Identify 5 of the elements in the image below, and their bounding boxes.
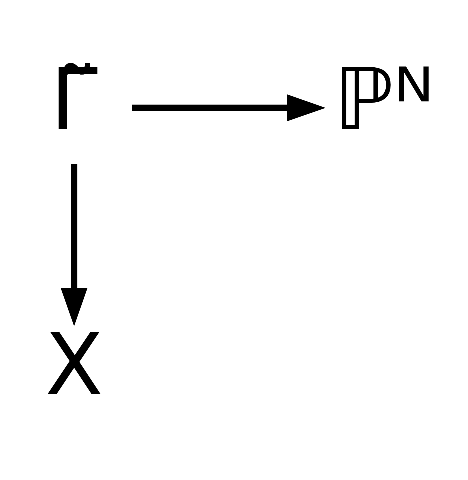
node-text: Γ̃ — [50, 50, 98, 150]
arrow — [60, 164, 88, 326]
node-text: X — [45, 316, 104, 415]
node-text: ℙᴺ — [334, 50, 434, 150]
arrow — [132, 94, 326, 122]
